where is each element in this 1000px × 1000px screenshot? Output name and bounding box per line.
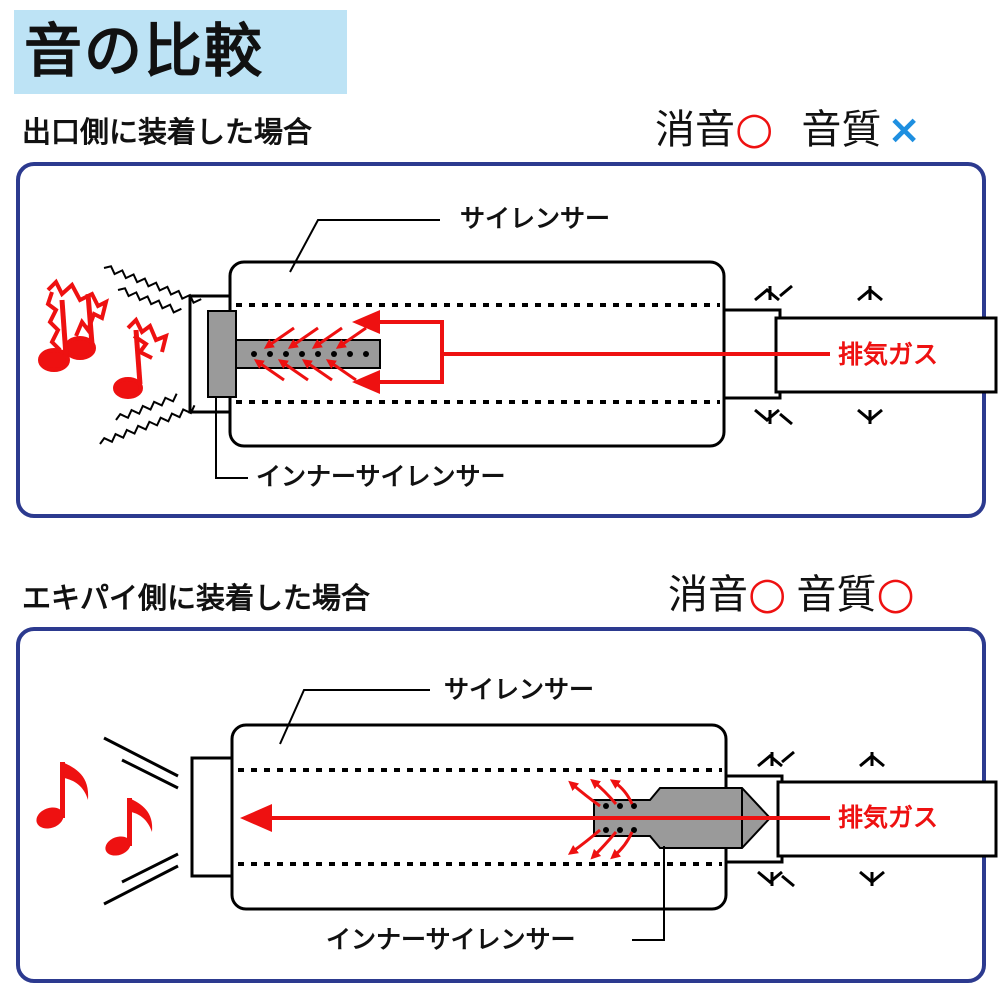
- sound-wave-4: [115, 393, 178, 421]
- quality-label: 音質: [801, 107, 882, 153]
- noisy-note-1-icon: [38, 278, 109, 372]
- sound-wave-1: [103, 265, 202, 305]
- quality-label: 音質: [796, 572, 877, 618]
- clamp-1: [757, 750, 795, 768]
- page-title: 音の比較: [24, 17, 265, 85]
- inner-holes: [251, 351, 369, 357]
- diagram-2: [36, 689, 998, 941]
- mute-circle-icon: ○: [748, 568, 787, 619]
- section-2-rating: 消音○音質○: [668, 570, 915, 619]
- silencer-label: サイレンサー: [444, 675, 595, 704]
- sound-line-1: [103, 736, 179, 778]
- sound-wave-2: [117, 287, 182, 314]
- arrow-head-main: [240, 804, 272, 832]
- sound-line-3: [103, 864, 179, 906]
- arrow-head-lower: [352, 370, 380, 394]
- silencer-leader: [279, 689, 430, 745]
- inner-silencer-flange: [207, 310, 237, 398]
- inner-silencer-label: インナーサイレンサー: [256, 462, 506, 491]
- inner-leader: [215, 397, 248, 479]
- inner-leader: [632, 846, 665, 941]
- outlet-tip: [190, 756, 234, 878]
- clamp-3: [857, 286, 883, 302]
- section-1-rating: 消音○ 音質×: [655, 105, 921, 154]
- gas-flow-upper: [360, 320, 444, 354]
- arrow-head-upper: [352, 310, 380, 334]
- small-arrows: [253, 326, 367, 382]
- clean-note-1-icon: [36, 762, 89, 829]
- noisy-note-2-icon: [113, 316, 169, 399]
- silencer-label: サイレンサー: [460, 204, 611, 233]
- diagram-1: [38, 219, 998, 479]
- clamp-4: [859, 870, 885, 886]
- exhaust-gas-label: 排気ガス: [838, 340, 939, 369]
- sound-line-2: [121, 758, 179, 790]
- silencer-leader: [289, 219, 440, 273]
- mute-label: 消音: [668, 572, 748, 618]
- exhaust-gas-label: 排気ガス: [838, 803, 939, 832]
- section-1-title: 出口側に装着した場合: [22, 115, 313, 149]
- clean-note-2-icon: [105, 798, 153, 856]
- clamp-4: [857, 408, 883, 424]
- section-2-title: エキパイ側に装着した場合: [22, 581, 371, 615]
- clamp-2: [754, 408, 793, 426]
- quality-cross-icon: ×: [887, 107, 921, 153]
- clamp-2: [757, 870, 795, 888]
- quality-circle-icon: ○: [876, 568, 915, 619]
- mute-circle-icon: ○: [735, 103, 774, 154]
- page-title-box: [14, 10, 347, 94]
- inner-holes: [603, 803, 637, 833]
- clamp-1: [754, 284, 793, 302]
- sound-wave-3: [99, 404, 196, 445]
- burst-arrows: [567, 778, 634, 860]
- gas-flow-lower: [360, 354, 444, 384]
- sound-line-4: [121, 852, 179, 884]
- inner-silencer-label: インナーサイレンサー: [326, 925, 576, 954]
- clamp-3: [859, 752, 885, 768]
- mute-label: 消音: [655, 107, 735, 153]
